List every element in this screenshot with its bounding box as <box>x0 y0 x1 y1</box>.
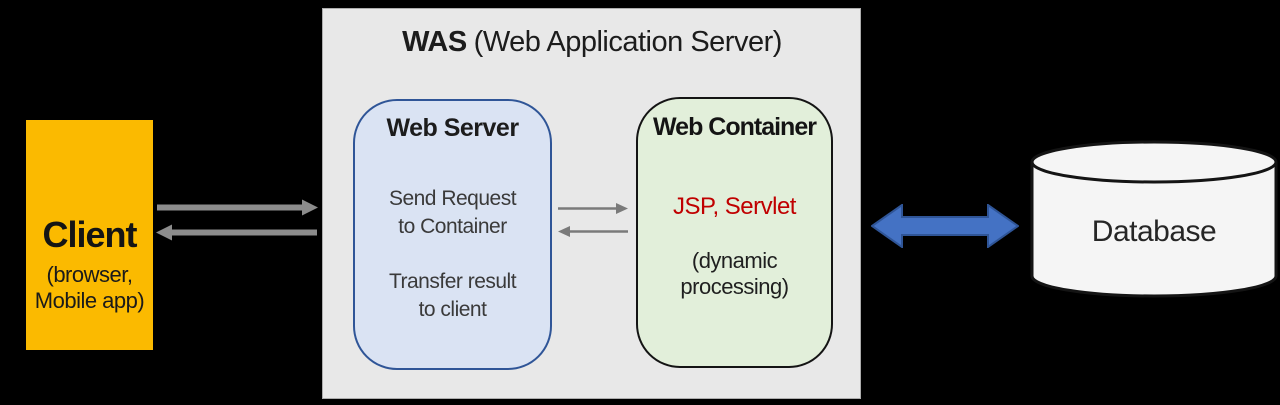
client-subtitle-line2: Mobile app) <box>34 288 145 313</box>
web-container-tech-label: JSP, Servlet <box>673 193 796 220</box>
was-title-expansion: (Web Application Server) <box>473 26 783 58</box>
server-to-container-arrow-icon <box>558 203 628 214</box>
web-container-note-line2: processing) <box>680 274 789 299</box>
web-container-box: Web Container JSP, Servlet (dynamic proc… <box>636 97 833 368</box>
client-subtitle-line1: (browser, <box>46 262 133 287</box>
web-server-body-1: Send Request to Container <box>355 185 550 241</box>
client-box: Client (browser, Mobile app) <box>26 120 153 350</box>
was-title: WAS(Web Application Server) <box>322 26 862 59</box>
client-to-was-arrow-icon <box>157 199 318 216</box>
web-container-note: (dynamic processing) <box>638 248 831 300</box>
web-server-title: Web Server <box>386 114 519 142</box>
was-to-client-arrow-icon <box>156 224 317 241</box>
was-title-acronym: WAS <box>402 26 467 58</box>
web-server-body1-line1: Send Request <box>388 187 517 210</box>
client-subtitle: (browser, Mobile app) <box>16 262 163 314</box>
web-server-box: Web Server Send Request to Container Tra… <box>353 99 552 370</box>
web-server-body2-line1: Transfer result <box>388 270 517 293</box>
web-server-body1-line2: to Container <box>398 215 507 238</box>
database-label: Database <box>1091 215 1217 248</box>
client-title: Client <box>42 214 137 255</box>
web-container-note-line1: (dynamic <box>691 248 778 273</box>
database-cylinder-icon <box>1030 140 1278 298</box>
web-server-body2-line2: to client <box>418 298 487 321</box>
container-to-server-arrow-icon <box>558 226 628 237</box>
web-server-body-2: Transfer result to client <box>355 268 550 324</box>
was-database-double-arrow-icon <box>871 204 1019 248</box>
web-container-title: Web Container <box>653 113 817 141</box>
